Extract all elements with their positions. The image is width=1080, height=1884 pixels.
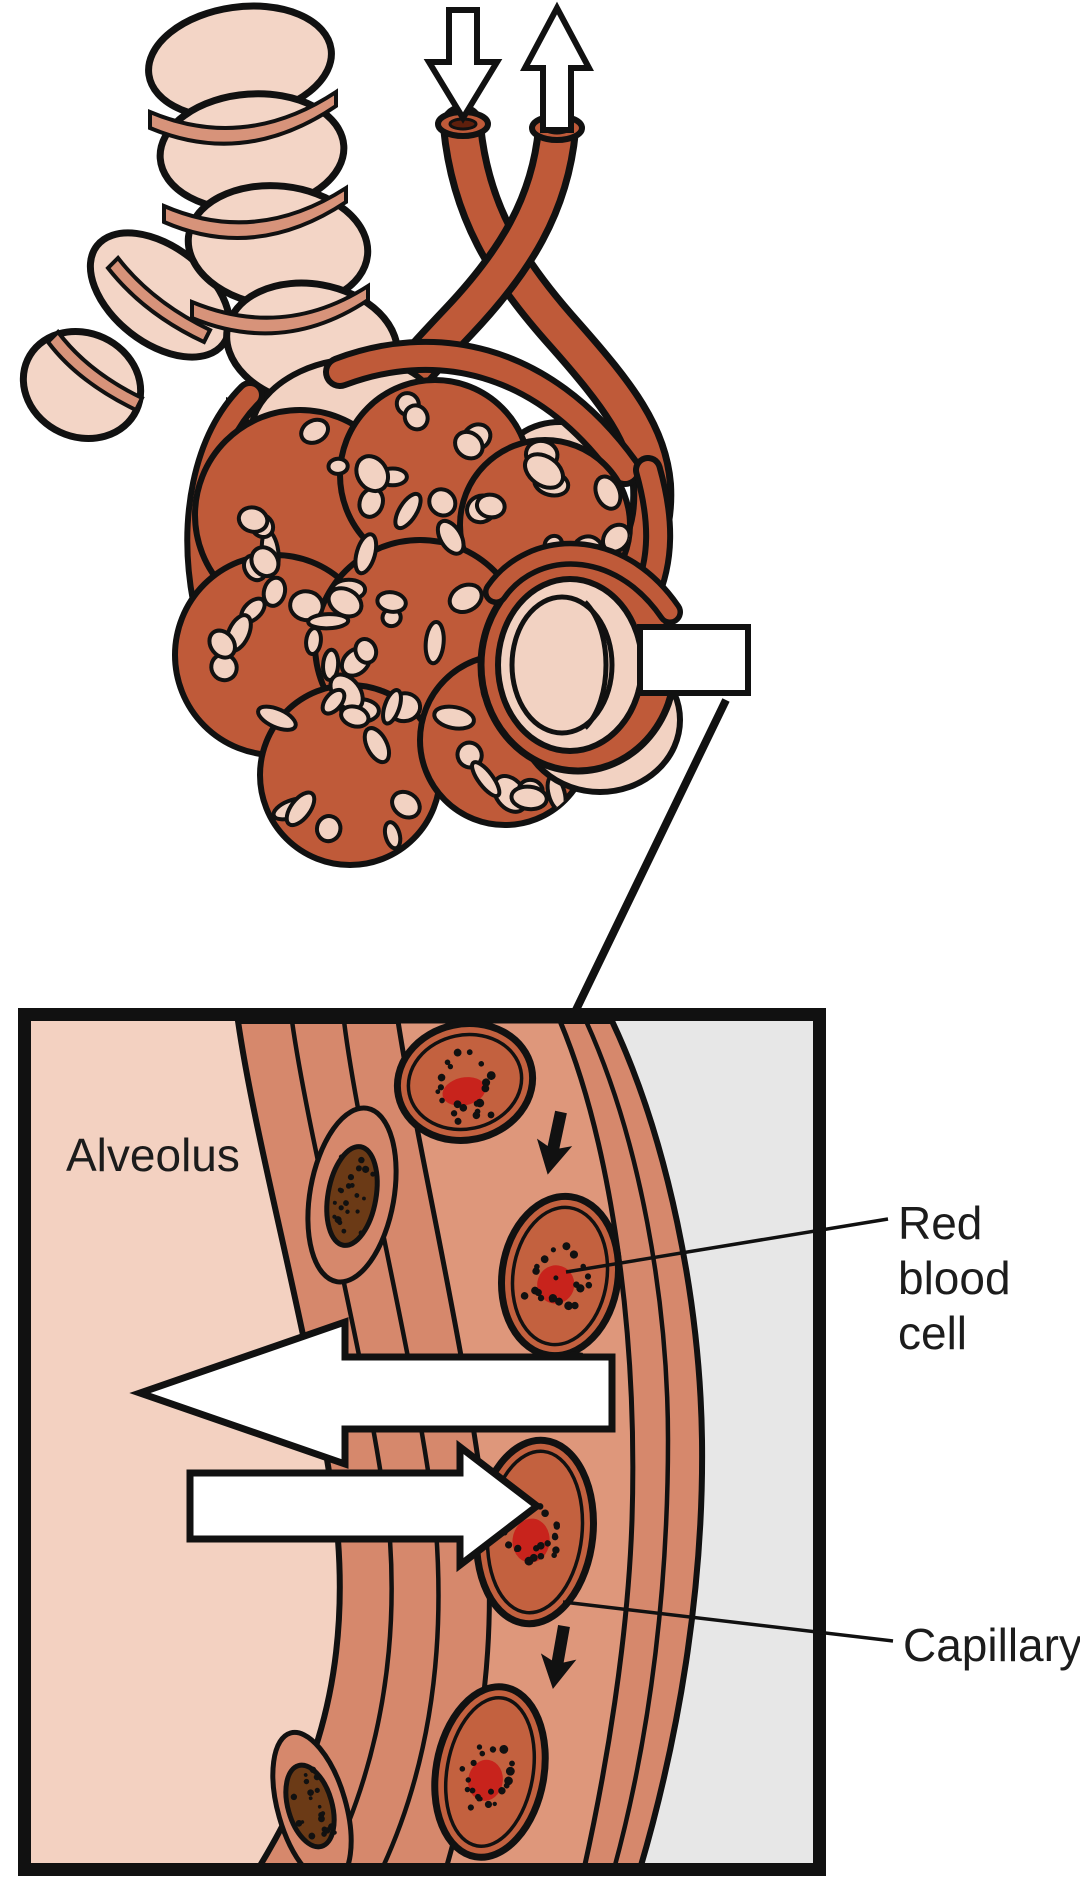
blood-in-down-arrow-icon [423,7,503,124]
detail-panel-interior [31,1021,820,1870]
panel-frame [18,1008,826,1876]
rbc-nucleus [512,1518,550,1563]
rbc-nucleus [468,1759,503,1801]
red-blood-cell [431,1683,549,1861]
outside-capillary-region [612,1021,819,1869]
rbc-nucleus [442,1077,486,1106]
capillary-leader-line [562,1600,894,1643]
blood-flow-top-arrows [423,1,594,133]
alveolus-label: Alveolus [66,1129,240,1181]
red-blood-cell [393,1021,537,1144]
zoom-rectangle [637,624,751,696]
right-block-arrow-icon [186,1439,543,1573]
left-block-arrow-icon [129,1317,616,1469]
red-blood-cell-leader-line [565,1217,889,1274]
rbc-nucleus [537,1265,575,1304]
cell-nuclei [283,1144,380,1850]
capillary-label: Capillary [903,1619,1080,1671]
zoom-callout-line [571,698,730,1014]
wall-cell-nucleus [324,1144,380,1248]
blood-out-up-arrow-icon [520,1,594,133]
red-blood-cell-label: Red blood cell [898,1197,1011,1360]
detail-panel [18,1008,826,1876]
gas-exchange-arrows [129,1317,616,1573]
red-blood-cells [393,1021,623,1861]
wall-cell-nucleus [283,1762,337,1850]
alveolus-cross-section [477,540,751,795]
